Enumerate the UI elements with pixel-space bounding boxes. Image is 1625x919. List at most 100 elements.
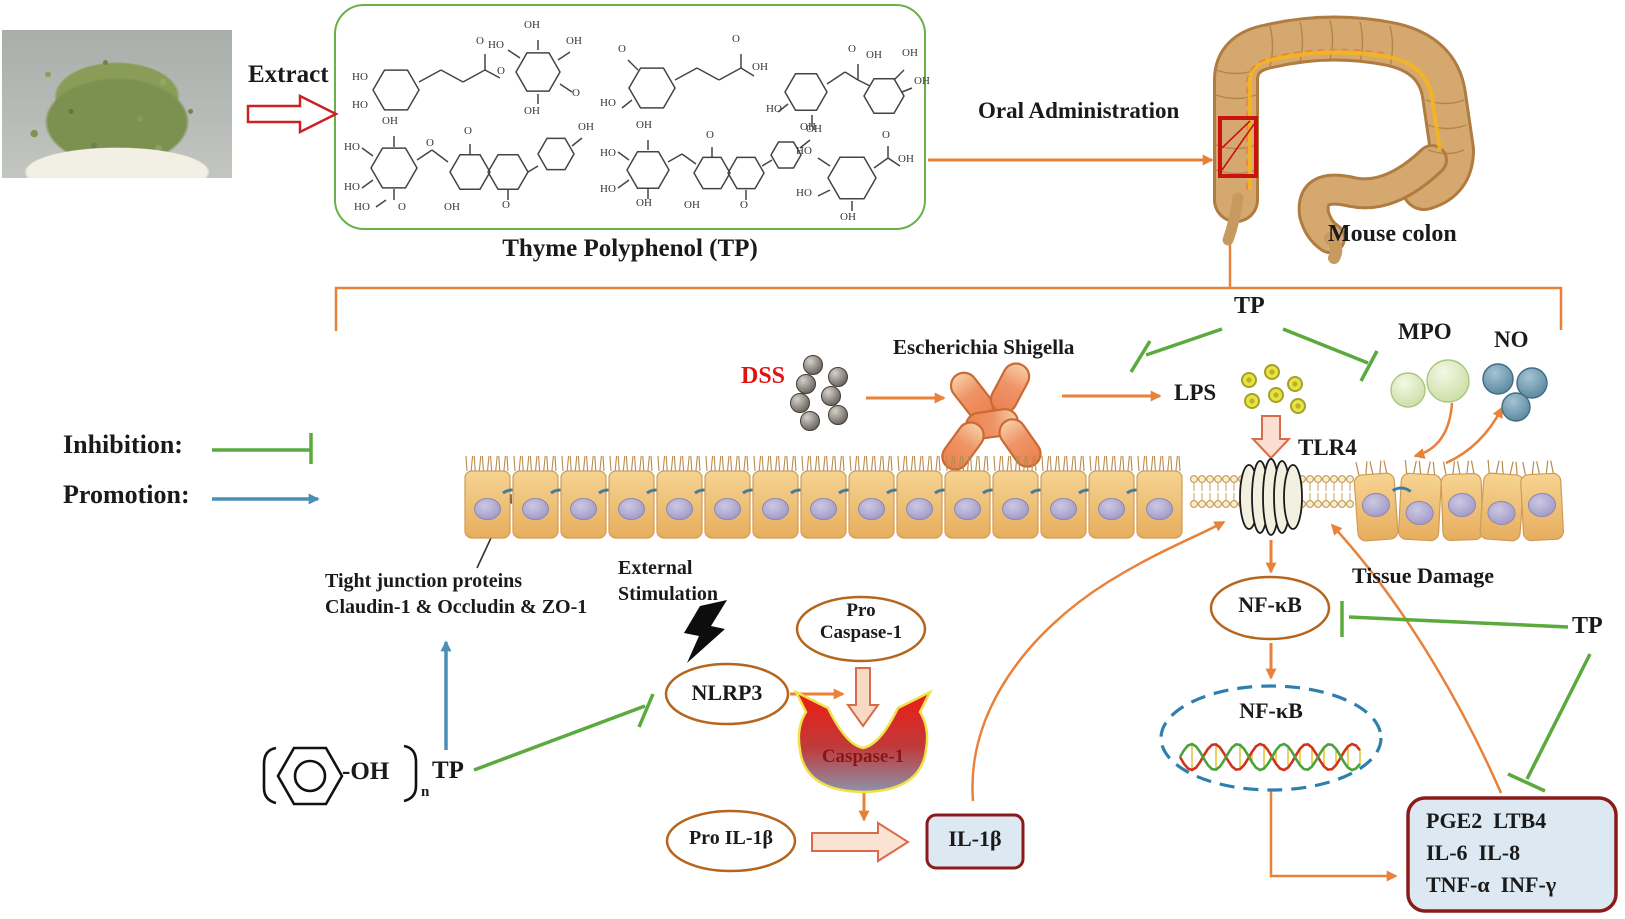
svg-text:HO: HO [600, 147, 616, 159]
external-stimulation-line1: External [618, 557, 693, 579]
nucleus-to-cytokine-elbow [1269, 791, 1398, 882]
proil1b-to-il1b-arrow [811, 821, 910, 863]
svg-text:HO: HO [766, 103, 782, 115]
svg-text:OH: OH [914, 75, 930, 87]
mpo-to-tissue-curve [1413, 402, 1454, 459]
svg-text:OH: OH [902, 47, 918, 59]
pro-caspase-line2: Caspase-1 [819, 622, 903, 643]
pro-il1b-label: Pro IL-1β [688, 827, 774, 849]
il1b-box [925, 813, 1025, 870]
cytokines-line1: PGE2 LTB4 [1426, 808, 1547, 833]
lps-to-tlr4-arrow [1250, 415, 1292, 460]
oral-administration-label: Oral Administration [978, 98, 1180, 123]
svg-text:O: O [502, 199, 510, 211]
svg-text:O: O [476, 35, 484, 47]
lightning-bolt-icon [684, 600, 727, 663]
svg-text:OH: OH [800, 121, 816, 133]
lps-particles [1241, 364, 1306, 414]
cytokines-line2: IL-6 IL-8 [1426, 840, 1521, 865]
bacteria-label: Escherichia Shigella [893, 335, 1075, 359]
dna-helix [1178, 742, 1361, 772]
svg-text:OH: OH [444, 201, 460, 213]
phenol-n-subscript: n [421, 784, 430, 800]
svg-text:HO: HO [344, 181, 360, 193]
promotion-curves [971, 402, 1504, 882]
nlrp3-ellipse [664, 662, 790, 726]
tp-inhibits-nfkb [1340, 601, 1569, 637]
epithelial-cells [464, 455, 1183, 539]
caspase1-label: Caspase-1 [821, 746, 905, 767]
tp-inhibits-cytokines [1507, 653, 1592, 793]
svg-text:O: O [882, 129, 890, 141]
mouse-colon-label: Mouse colon [1328, 221, 1457, 247]
promotion-blue-arrows [212, 493, 452, 750]
inhibition-lines [212, 327, 1592, 793]
svg-text:HO: HO [488, 39, 504, 51]
svg-text:OH: OH [566, 35, 582, 47]
tissue-damage-label: Tissue Damage [1352, 563, 1494, 588]
svg-text:HO: HO [344, 141, 360, 153]
svg-text:HO: HO [354, 201, 370, 213]
tight-junction-line1: Tight junction proteins [325, 570, 523, 592]
il1b-label: IL-1β [948, 826, 1002, 851]
nlrp3-label: NLRP3 [691, 680, 763, 705]
svg-text:O: O [618, 43, 626, 55]
thyme-polyphenol-box [334, 4, 926, 230]
svg-text:HO: HO [796, 187, 812, 199]
svg-text:OH: OH [806, 123, 822, 135]
colon-mesentery-line [1248, 50, 1442, 190]
svg-text:O: O [732, 33, 740, 45]
svg-text:HO: HO [600, 183, 616, 195]
dss-label: DSS [741, 363, 786, 389]
svg-text:OH: OH [866, 49, 882, 61]
inhibition-label: Inhibition: [63, 430, 183, 459]
tp-right-label: TP [1572, 613, 1603, 639]
svg-text:OH: OH [636, 197, 652, 209]
svg-text:OH: OH [840, 211, 856, 223]
tp-box-caption: Thyme Polyphenol (TP) [502, 235, 758, 262]
tp-inhibits-mpo [1282, 327, 1379, 382]
svg-text:O: O [572, 87, 580, 99]
svg-text:O: O [706, 129, 714, 141]
pro-il1b-ellipse [665, 809, 797, 873]
tp-inhibits-bacteria [1129, 327, 1223, 373]
cytokines-line3: TNF-α INF-γ [1426, 872, 1557, 897]
colon-haustra-texture [1215, 19, 1467, 175]
svg-text:OH: OH [636, 119, 652, 131]
tight-junction-line2: Claudin-1 & Occludin & ZO-1 [325, 596, 588, 618]
svg-text:OH: OH [578, 121, 594, 133]
promotion-label: Promotion: [63, 480, 190, 509]
escherichia-shigella-bacteria [941, 362, 1042, 471]
thyme-herb-photo [2, 30, 232, 178]
caspase1-blob [793, 689, 933, 794]
svg-text:O: O [497, 65, 505, 77]
svg-text:O: O [740, 199, 748, 211]
svg-text:HO: HO [796, 145, 812, 157]
cytokine-box [1406, 796, 1618, 913]
tp-inhibits-nlrp3 [473, 693, 655, 772]
svg-text:OH: OH [524, 105, 540, 117]
svg-text:OH: OH [684, 199, 700, 211]
damaged-epithelial-cells [1353, 459, 1564, 542]
tp-bottom-label: TP [432, 757, 464, 784]
extract-arrow [246, 93, 339, 135]
lps-label: LPS [1174, 380, 1217, 405]
no-label: NO [1494, 327, 1529, 352]
svg-text:OH: OH [898, 153, 914, 165]
svg-text:OH: OH [524, 19, 540, 31]
svg-text:OH: OH [382, 115, 398, 127]
tlr4-label: TLR4 [1298, 435, 1357, 460]
mpo-no-spheres [1390, 359, 1548, 422]
svg-text:HO: HO [352, 99, 368, 111]
tlr4-receptor [1239, 458, 1303, 536]
nfkb-cytoplasm-label: NF-κB [1238, 592, 1302, 617]
phenol-unit-structure [262, 744, 418, 806]
tp-top-label: TP [1234, 293, 1265, 319]
svg-text:O: O [426, 137, 434, 149]
mouse-colon-illustration [1213, 15, 1475, 264]
procaspase-to-caspase-arrow [846, 667, 880, 728]
cytokines-to-epithelium-curve [1330, 523, 1503, 794]
block-arrows [246, 93, 1292, 863]
